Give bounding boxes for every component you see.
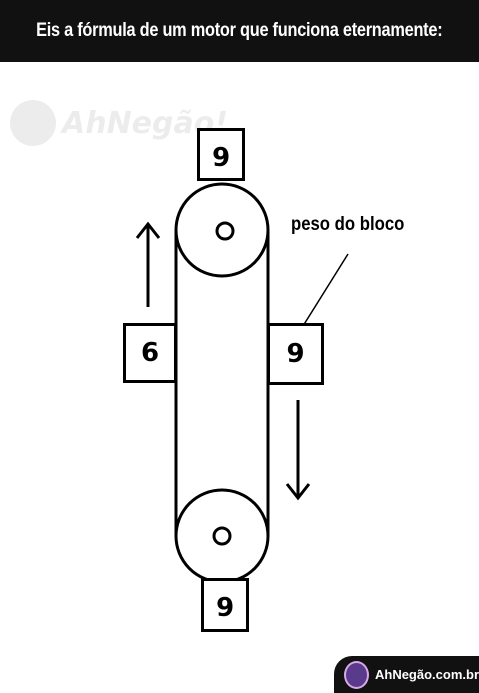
- weight-top-value: 6: [211, 139, 231, 170]
- weight-bottom-value: 6: [215, 590, 235, 620]
- up-arrow-head: [135, 221, 161, 239]
- mascot-icon: [344, 660, 369, 689]
- weight-right: 9: [267, 323, 324, 385]
- down-arrow-head: [285, 483, 311, 501]
- weight-left-value: 6: [140, 338, 160, 368]
- motor-diagram: [135, 182, 349, 584]
- site-logo[interactable]: AhNegão.com.br: [334, 656, 479, 693]
- weight-bottom: 6: [201, 578, 249, 632]
- annotation-pointer: [302, 253, 349, 327]
- site-logo-text: AhNegão.com.br: [374, 667, 479, 682]
- annotation-text: peso do bloco: [291, 214, 405, 235]
- top-pulley-axle: [215, 221, 235, 241]
- page-title-bar: Eis a fórmula de um motor que funciona e…: [0, 0, 479, 62]
- page-title: Eis a fórmula de um motor que funciona e…: [36, 20, 443, 41]
- annotation-label: peso do bloco: [291, 214, 420, 236]
- weight-top: 6: [197, 128, 245, 181]
- weight-right-value: 9: [286, 339, 305, 369]
- watermark-mascot-icon: [10, 100, 56, 146]
- bottom-pulley-axle: [212, 526, 232, 546]
- weight-left: 6: [123, 323, 177, 383]
